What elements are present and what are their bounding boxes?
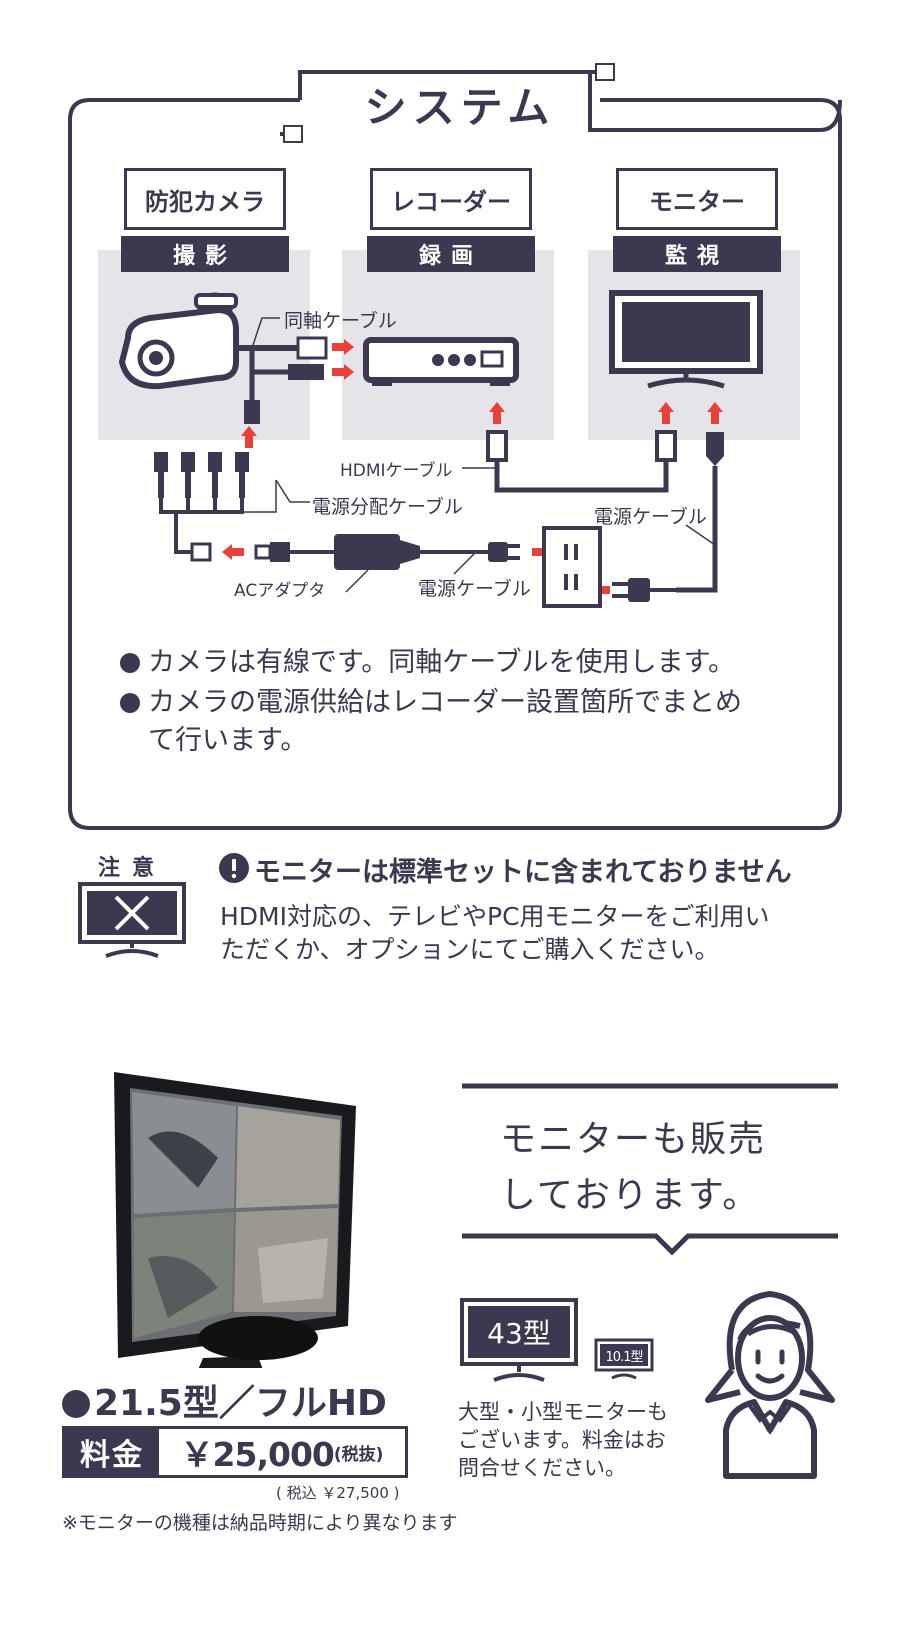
notice-body-line1: HDMI対応の、テレビやPC用モニターをご利用い [220, 902, 770, 931]
monitor-sub: 監視 [613, 236, 781, 272]
staff-woman-icon [705, 1291, 835, 1479]
bullet-dot-icon [120, 693, 140, 713]
arrow-icon [332, 339, 354, 380]
notice-body-line2: ただくか、オプションにてご購入ください。 [220, 935, 720, 964]
product-name: 21.5型／フルHD [62, 1374, 387, 1426]
no-monitor-icon [78, 882, 186, 958]
recorder-sub: 録画 [367, 236, 535, 272]
recorder-icon [363, 337, 519, 386]
speech-bubble [462, 1083, 838, 1256]
exclamation-icon [219, 853, 249, 883]
camera-title: 防犯カメラ [124, 168, 286, 230]
ac-adapter-label: ACアダプタ [234, 581, 326, 601]
bullet-dot-icon [62, 1390, 90, 1418]
plug-icon [595, 63, 615, 81]
power-split-cable-label: 電源分配ケーブル [312, 496, 463, 518]
plug-icon [283, 125, 303, 143]
bullet-1: カメラは有線です。同軸ケーブルを使用します。 [120, 644, 735, 682]
coax-cable-label: 同軸ケーブル [284, 310, 397, 332]
system-title: システム [364, 83, 556, 132]
monitor-icon [609, 290, 763, 389]
camera-icon [118, 292, 239, 390]
system-frame [68, 63, 842, 830]
size-large-label: 43型 [487, 1317, 551, 1350]
wiring-diagram [118, 290, 763, 608]
product-monitor-image [114, 1072, 356, 1368]
sizes-note-line1: 大型・小型モニターも [458, 1400, 668, 1424]
power-splitter-icon [154, 452, 249, 562]
monitor-title: モニター [616, 168, 778, 230]
hdmi-cable-label: HDMIケーブル [340, 461, 453, 481]
bullet-2-cont: て行います。 [148, 725, 308, 756]
outlet-icon [542, 526, 602, 608]
monitor-sizes-icon [460, 1298, 654, 1382]
power-cable-label-right: 電源ケーブル [594, 506, 707, 528]
ac-adapter-icon [254, 534, 520, 570]
camera-sub: 撮影 [121, 236, 289, 272]
price-value: ￥25,000(税抜) [180, 1435, 384, 1474]
price-incl-tax: ( 税込 ￥27,500 ) [276, 1484, 400, 1502]
product-footnote: ※モニターの機種は納品時期により異なります [62, 1512, 458, 1534]
speech-line1: モニターも販売 [500, 1119, 767, 1160]
notice-label: 注意 [98, 856, 167, 881]
bullet-2: カメラの電源供給はレコーダー設置箇所でまとめ [120, 684, 742, 722]
price-label: 料金 [65, 1429, 159, 1475]
power-cable-label-bottom: 電源ケーブル [418, 578, 531, 600]
price-box: 料金 ￥25,000(税抜) [62, 1426, 408, 1478]
notice-headline: モニターは標準セットに含まれておりません [254, 857, 792, 888]
size-small-label: 10.1型 [605, 1350, 644, 1365]
arrow-icon [241, 402, 723, 448]
sizes-note-line2: ございます。料金はお [458, 1428, 666, 1452]
sizes-note-line3: 問合せください。 [458, 1456, 626, 1480]
speech-line2: しております。 [500, 1175, 761, 1216]
bullet-dot-icon [120, 653, 140, 673]
recorder-title: レコーダー [370, 168, 532, 230]
power-plug-icon [612, 578, 678, 602]
